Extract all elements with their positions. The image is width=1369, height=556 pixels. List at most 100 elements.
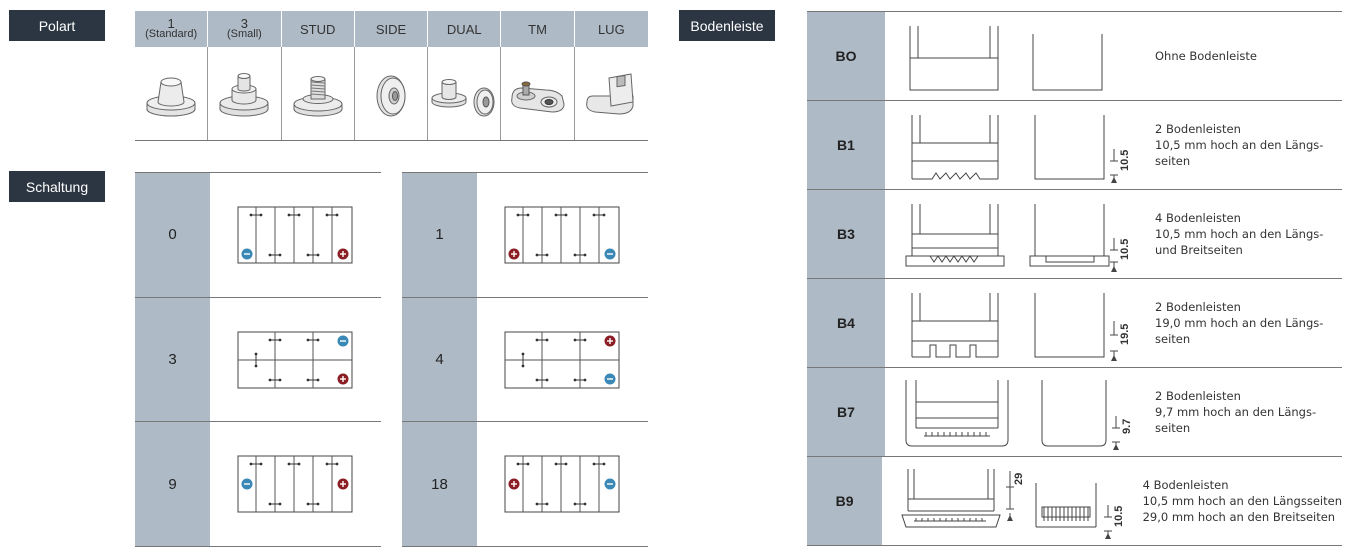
drawing-cell: 29 10.5 (882, 457, 1142, 545)
polart-col-tm: TM (501, 11, 575, 47)
bodenleiste-row: B9 29 10.5 4 Bodenleisten 10,5 mm hoch a… (807, 457, 1342, 546)
drawing-cell (885, 12, 1155, 100)
col-title: 3 (240, 16, 249, 31)
polart-header-row: 1(Standard) 3(Small) STUD SIDE DUAL TM L… (135, 11, 648, 47)
text-line: 2 Bodenleisten (1155, 122, 1241, 136)
dimension-label: 10.5 (1113, 506, 1125, 527)
diagram-cell (477, 298, 648, 422)
polart-label: Polart (9, 10, 105, 41)
text-line: 19,0 mm hoch an den Längs- (1155, 316, 1324, 330)
drawing-cell: 19.5 (885, 279, 1155, 367)
description: 4 Bodenleisten 10,5 mm hoch an den Längs… (1155, 190, 1342, 278)
schaltung-code: 0 (135, 173, 210, 297)
stud-terminal-icon (293, 75, 343, 116)
schaltung-row: 3 (135, 297, 381, 423)
circuit-diagram-icon (504, 331, 619, 389)
schaltung-table-left: 0 3 (135, 172, 381, 548)
tm-terminal-icon (510, 81, 565, 113)
drawing-cell: 9.7 (885, 368, 1155, 456)
bodenleiste-label: Bodenleiste (679, 10, 775, 41)
text-line: 10,5 mm hoch an den Längs- (1155, 227, 1324, 241)
col-title: DUAL (446, 21, 482, 37)
text-line: seiten (1155, 421, 1191, 435)
circuit-diagram-icon (504, 206, 619, 264)
stud-cell (282, 47, 355, 140)
polart-col-lug: LUG (575, 11, 648, 47)
description: 2 Bodenleisten 19,0 mm hoch an den Längs… (1155, 279, 1342, 367)
col-title: STUD (300, 21, 336, 37)
base-profile-drawing: 19.5 (911, 293, 1131, 361)
side-cell (355, 47, 429, 140)
dimension-label: 19.5 (1119, 324, 1131, 345)
schaltung-code: 9 (135, 422, 210, 547)
schaltung-code: 18 (402, 422, 477, 547)
col-title: SIDE (375, 21, 407, 37)
schaltung-label: Schaltung (9, 171, 105, 202)
base-profile-drawing: 29 10.5 (901, 469, 1125, 539)
bodenleiste-code: B3 (807, 190, 885, 278)
standard-terminal-icon (146, 77, 196, 116)
side-terminal-icon (376, 75, 406, 116)
polart-col-side: SIDE (355, 11, 429, 47)
col-title: 1 (167, 16, 175, 31)
description: 2 Bodenleisten 9,7 mm hoch an den Längs-… (1155, 368, 1342, 456)
schaltung-row: 4 (402, 297, 648, 423)
dual-cell (428, 47, 502, 140)
polart-table: 1(Standard) 3(Small) STUD SIDE DUAL TM L… (135, 11, 648, 141)
text-line: 29,0 mm hoch an den Breitseiten (1142, 510, 1336, 524)
drawing-cell: 10.5 (885, 190, 1155, 278)
schaltung-row: 1 (402, 173, 648, 298)
base-profile-drawing: 10.5 (905, 204, 1131, 272)
base-profile-drawing: 10.5 (911, 115, 1131, 183)
polart-col-standard: 1(Standard) (135, 11, 209, 47)
description: Ohne Bodenleiste (1155, 12, 1342, 100)
col-sub: (Small) (227, 28, 262, 40)
circuit-diagram-icon (237, 206, 352, 264)
polart-icon-row (135, 47, 648, 141)
schaltung-row: 18 (402, 422, 648, 548)
text-line: 2 Bodenleisten (1155, 300, 1241, 314)
polart-col-dual: DUAL (428, 11, 502, 47)
col-title: TM (528, 21, 547, 37)
bodenleiste-row: B1 10.5 2 Bodenleisten 10,5 mm hoch an d… (807, 101, 1342, 190)
description: 4 Bodenleisten 10,5 mm hoch an den Längs… (1143, 457, 1342, 545)
schaltung-code: 1 (402, 173, 477, 297)
bodenleiste-code: B4 (807, 279, 885, 367)
polart-col-small: 3(Small) (208, 11, 282, 47)
diagram-cell (477, 422, 648, 546)
circuit-diagram-icon (237, 455, 352, 513)
tm-cell (501, 47, 575, 140)
schaltung-code: 3 (135, 297, 210, 422)
bodenleiste-table: BO Ohne Bodenleiste B1 10.5 2 Bodenleist (807, 11, 1342, 546)
col-sub: (Standard) (145, 28, 198, 40)
small-terminal-icon (219, 72, 269, 116)
bodenleiste-code: B7 (807, 368, 885, 456)
standard-cell (135, 47, 209, 140)
circuit-diagram-icon (237, 331, 352, 389)
bodenleiste-row: BO Ohne Bodenleiste (807, 12, 1342, 101)
text-line: seiten (1155, 332, 1191, 346)
diagram-cell (210, 298, 381, 422)
description: 2 Bodenleisten 10,5 mm hoch an den Längs… (1155, 101, 1342, 189)
bodenleiste-code: B9 (807, 457, 883, 545)
diagram-cell (477, 173, 648, 297)
schaltung-row: 0 (135, 173, 381, 298)
diagram-cell (210, 422, 381, 546)
text-line: 9,7 mm hoch an den Längs- (1155, 405, 1317, 419)
small-cell (208, 47, 282, 140)
text-line: und Breitseiten (1155, 243, 1243, 257)
bodenleiste-code: B1 (807, 101, 885, 189)
base-profile-drawing (909, 26, 1103, 91)
text-line: 2 Bodenleisten (1155, 389, 1241, 403)
col-title: LUG (597, 21, 625, 37)
dimension-label: 10.5 (1119, 239, 1131, 260)
dimension-label: 9.7 (1121, 419, 1133, 434)
schaltung-code: 4 (402, 297, 477, 422)
bodenleiste-code: BO (807, 12, 885, 100)
text-line: Ohne Bodenleiste (1155, 49, 1257, 63)
lug-cell (575, 47, 648, 140)
dimension-label: 10.5 (1119, 150, 1131, 171)
text-line: seiten (1155, 154, 1191, 168)
schaltung-table-right: 1 4 (402, 172, 648, 548)
lug-terminal-icon (586, 72, 634, 115)
